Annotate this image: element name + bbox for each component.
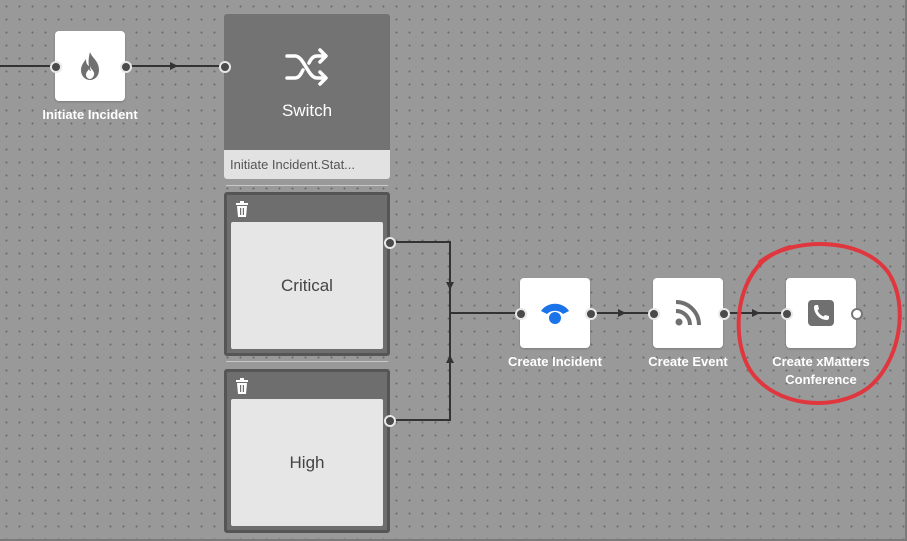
create-conference-output-port[interactable] [851,308,863,320]
initiate-input-port[interactable] [50,61,62,73]
create-conference-input-port[interactable] [781,308,793,320]
case-label: Critical [231,222,383,349]
divider [226,185,388,186]
case-critical[interactable]: Critical [224,192,390,356]
phone-icon [786,278,856,348]
create-conference-label-line1: Create xMatters [772,354,870,369]
create-event-node[interactable] [653,278,723,348]
create-incident-label: Create Incident [508,354,602,369]
trash-icon[interactable] [235,378,249,394]
arrow-head [170,62,178,70]
connection-critical-merge [390,241,451,313]
create-incident-node[interactable] [520,278,590,348]
connection-high-merge [390,313,451,421]
shuffle-icon [284,47,330,87]
arrow-head [752,309,760,317]
create-event-output-port[interactable] [718,308,730,320]
create-conference-label: Create xMatters Conference [740,353,902,389]
create-event-label: Create Event [648,354,728,369]
create-incident-input-port[interactable] [515,308,527,320]
case-high[interactable]: High [224,369,390,533]
switch-condition: Initiate Incident.Stat... [224,150,390,179]
critical-output-port[interactable] [384,237,396,249]
switch-title: Switch [281,101,333,120]
initiate-output-port[interactable] [120,61,132,73]
arrow-head [618,309,626,317]
create-incident-icon [520,278,590,348]
high-output-port[interactable] [384,415,396,427]
case-label: High [231,399,383,526]
create-incident-output-port[interactable] [585,308,597,320]
create-event-input-port[interactable] [648,308,660,320]
create-conference-label-line2: Conference [785,372,857,387]
trash-icon[interactable] [235,201,249,217]
rss-icon [653,278,723,348]
initiate-incident-node[interactable] [55,31,125,101]
divider [226,361,388,362]
arrow-head [446,282,454,290]
create-conference-node[interactable] [786,278,856,348]
flame-icon [55,31,125,101]
arrow-head [446,355,454,363]
switch-input-port[interactable] [219,61,231,73]
initiate-incident-label: Initiate Incident [42,107,138,122]
switch-node[interactable]: Switch Initiate Incident.Stat... [224,14,390,179]
